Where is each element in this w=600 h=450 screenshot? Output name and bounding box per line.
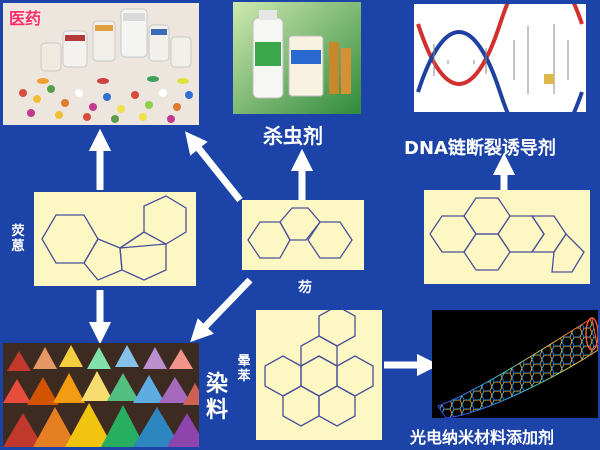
fluorene-panel bbox=[242, 200, 364, 270]
dye-powders-illustration bbox=[3, 343, 199, 447]
fluoranthene-label: 荧蒽 bbox=[11, 224, 25, 254]
coronene-label: 晕苯 bbox=[237, 354, 251, 384]
dna-diagram bbox=[414, 4, 586, 112]
perylene-panel bbox=[424, 190, 590, 284]
fluorene-structure bbox=[247, 207, 353, 259]
pills-illustration bbox=[3, 3, 199, 125]
fluoranthene-structure bbox=[41, 195, 187, 281]
dna-label: DNA链断裂诱导剂 bbox=[404, 138, 556, 159]
arrow-fluorene-to-dye bbox=[190, 277, 253, 343]
coronene-structure bbox=[264, 310, 374, 427]
fluorene-label: 芴 bbox=[298, 280, 312, 296]
dna-helix-illustration bbox=[416, 4, 584, 112]
dye-photo bbox=[3, 343, 199, 447]
medicine-photo: 医药 bbox=[3, 3, 199, 125]
fluoranthene-panel bbox=[34, 192, 196, 286]
pesticide-illustration bbox=[233, 2, 361, 114]
coronene-panel bbox=[256, 310, 382, 440]
arrow-fluorene-to-medicine bbox=[185, 131, 243, 203]
perylene-structure bbox=[429, 197, 585, 273]
dye-label: 染料 bbox=[206, 372, 229, 423]
pesticide-photo bbox=[233, 2, 361, 114]
nano-label: 光电纳米材料添加剂 bbox=[410, 428, 555, 447]
nanotube-photo bbox=[432, 310, 598, 418]
pesticide-label: 杀虫剂 bbox=[263, 124, 323, 148]
nanotube-illustration bbox=[432, 310, 598, 418]
medicine-label: 医药 bbox=[9, 9, 42, 28]
